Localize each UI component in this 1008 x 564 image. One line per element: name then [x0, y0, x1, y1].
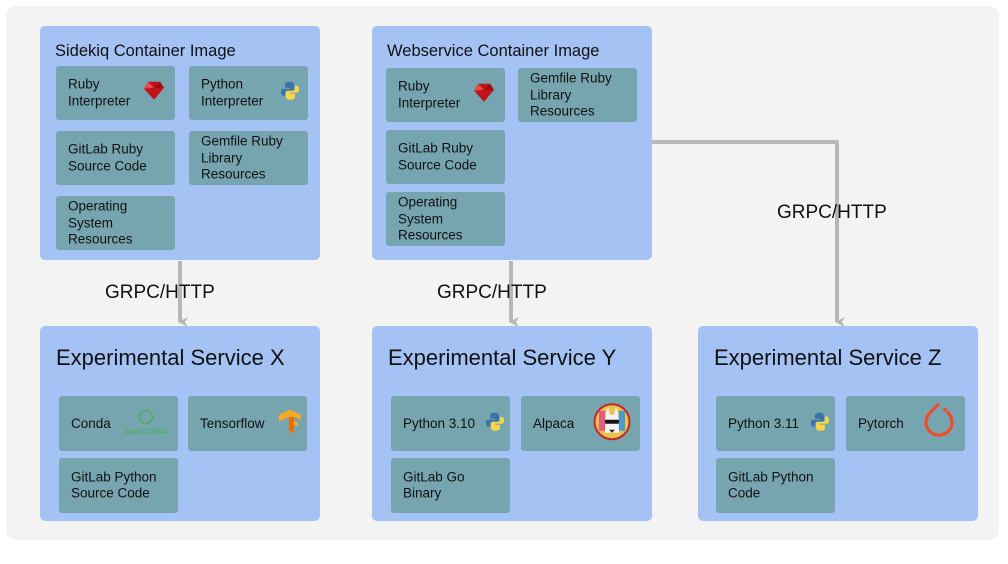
component-gitlab-go-binary[interactable]: GitLab Go Binary: [391, 458, 510, 513]
component-label: GitLab Go Binary: [403, 469, 465, 501]
component-label: Alpaca: [533, 415, 575, 431]
service-y-title: Experimental Service Y: [388, 345, 617, 370]
anaconda-wordmark: ANACONDA: [125, 426, 168, 435]
anaconda-icon: ANACONDA: [120, 407, 172, 440]
component-gitlab-ruby-source[interactable]: GitLab Ruby Source Code: [56, 131, 175, 185]
edge-label-webservice-z: GRPC/HTTP: [777, 202, 887, 223]
component-python-interpreter[interactable]: Python Interpreter: [189, 66, 308, 120]
webservice-container-title: Webservice Container Image: [387, 42, 600, 60]
component-label: Python Interpreter: [201, 76, 264, 109]
component-ruby-interpreter[interactable]: Ruby Interpreter: [56, 66, 175, 120]
component-gemfile-ruby-library[interactable]: Gemfile Ruby Library Resources: [189, 131, 308, 185]
component-label: Pytorch: [858, 415, 904, 431]
component-os-resources[interactable]: Operating System Resources: [386, 192, 505, 246]
component-python-3-10[interactable]: Python 3.10: [391, 396, 510, 451]
pytorch-icon: [921, 401, 957, 446]
component-gitlab-python-source[interactable]: GitLab Python Source Code: [59, 458, 178, 513]
python-icon: [485, 411, 505, 436]
service-z-container[interactable]: Experimental Service Z Python 3.11 Pytor…: [698, 326, 978, 521]
component-label: Operating System Resources: [398, 194, 463, 243]
component-pytorch[interactable]: Pytorch: [846, 396, 965, 451]
component-label: Python 3.10: [403, 415, 476, 431]
component-label: Gemfile Ruby Library Resources: [201, 133, 283, 182]
component-label: Ruby Interpreter: [68, 76, 131, 109]
component-label: Conda: [71, 415, 111, 431]
alpaca-icon: [593, 402, 631, 445]
service-y-container[interactable]: Experimental Service Y Python 3.10 Alpac…: [372, 326, 652, 521]
ruby-icon: [473, 83, 495, 108]
component-tensorflow[interactable]: Tensorflow: [188, 396, 307, 451]
webservice-container[interactable]: Webservice Container Image Ruby Interpre…: [372, 26, 652, 260]
component-label: Ruby Interpreter: [398, 78, 461, 111]
python-icon: [810, 411, 830, 436]
component-conda[interactable]: Conda ANACONDA: [59, 396, 178, 451]
component-gitlab-ruby-source[interactable]: GitLab Ruby Source Code: [386, 130, 505, 184]
component-label: GitLab Ruby Source Code: [68, 141, 147, 174]
service-x-title: Experimental Service X: [56, 345, 285, 370]
component-label: GitLab Ruby Source Code: [398, 140, 477, 173]
component-label: GitLab Python Source Code: [71, 469, 157, 501]
component-alpaca[interactable]: Alpaca: [521, 396, 640, 451]
component-gitlab-python-code[interactable]: GitLab Python Code: [716, 458, 835, 513]
component-label: Python 3.11: [728, 415, 800, 431]
component-ruby-interpreter[interactable]: Ruby Interpreter: [386, 68, 505, 122]
component-gemfile-ruby-library[interactable]: Gemfile Ruby Library Resources: [518, 68, 637, 122]
service-x-container[interactable]: Experimental Service X Conda ANACONDA Te…: [40, 326, 320, 521]
tensorflow-icon: [277, 408, 303, 439]
component-label: GitLab Python Code: [728, 469, 814, 501]
component-os-resources[interactable]: Operating System Resources: [56, 196, 175, 250]
component-python-3-11[interactable]: Python 3.11: [716, 396, 835, 451]
component-label: Tensorflow: [200, 415, 265, 431]
ruby-icon: [143, 81, 165, 106]
component-label: Operating System Resources: [68, 198, 133, 247]
component-label: Gemfile Ruby Library Resources: [530, 70, 612, 119]
edge-label-webservice-y: GRPC/HTTP: [437, 282, 547, 303]
sidekiq-container-title: Sidekiq Container Image: [55, 42, 236, 60]
service-z-title: Experimental Service Z: [714, 345, 942, 370]
edge-label-sidekiq-x: GRPC/HTTP: [105, 282, 215, 303]
sidekiq-container[interactable]: Sidekiq Container Image Ruby Interpreter…: [40, 26, 320, 260]
python-icon: [280, 81, 300, 106]
